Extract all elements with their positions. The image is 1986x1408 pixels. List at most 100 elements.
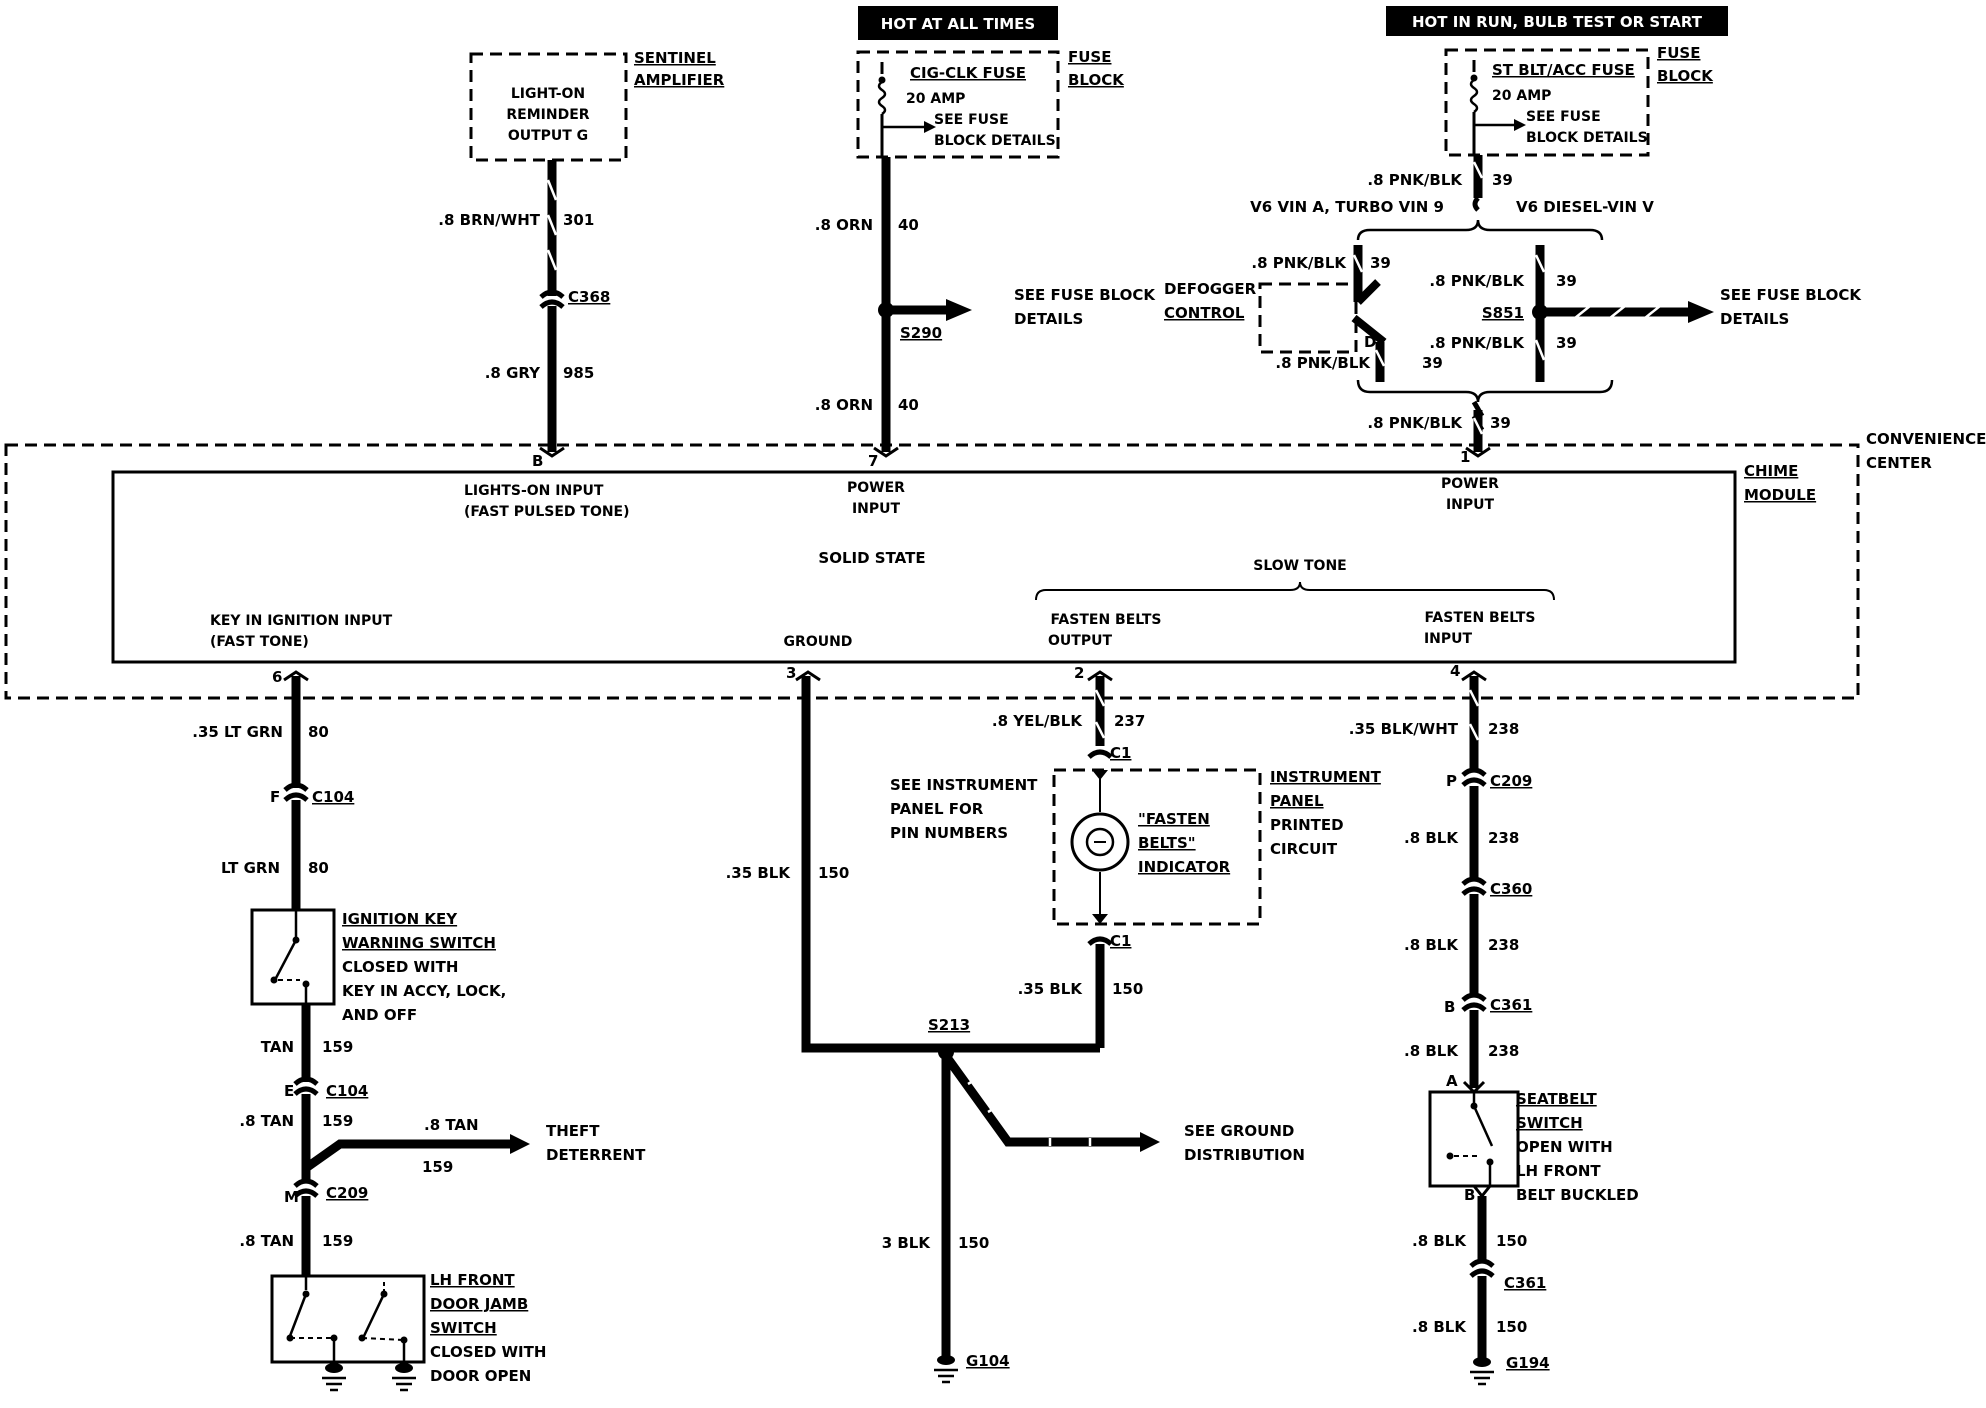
label-g194: G194	[1506, 1354, 1550, 1372]
label-blk1: .8 BLK	[1404, 829, 1459, 847]
label-tan4: .8 TAN	[239, 1232, 294, 1250]
conv-title1: CONVENIENCE	[1866, 430, 1986, 448]
see-fuse-b1: SEE FUSE BLOCK	[1720, 286, 1862, 304]
key-in-ignition-tone: (FAST TONE)	[210, 634, 309, 650]
label-f-pin: F	[270, 788, 280, 806]
fuse-cig-amp: 20 AMP	[906, 91, 965, 107]
label-tan2: .8 TAN	[239, 1112, 294, 1130]
fasten-belts-output2: OUTPUT	[1048, 633, 1112, 649]
seatbelt-branch: .35 BLK/WHT 238 P C209 .8 BLK 238 C360 .…	[1349, 676, 1639, 1386]
header-hot-in-run: HOT IN RUN, BULB TEST OR START	[1386, 6, 1728, 36]
label-c1a: C1	[1110, 744, 1131, 762]
label-blk35-gnd: .35 BLK	[726, 864, 792, 882]
fasten-belts-input2: INPUT	[1424, 631, 1473, 647]
label-tan1: TAN	[261, 1038, 294, 1056]
label-80a: 80	[308, 723, 329, 741]
label-c368: C368	[568, 288, 610, 306]
label-150-r2: 150	[1496, 1318, 1527, 1336]
label-150b: 150	[958, 1234, 989, 1252]
ign-switch-desc1: CLOSED WITH	[342, 958, 458, 976]
seat-switch-desc2: LH FRONT	[1516, 1162, 1601, 1180]
fuse-cig-clk: CIG-CLK FUSE 20 AMP SEE FUSE BLOCK DETAI…	[856, 48, 1125, 159]
label-159a: 159	[322, 1038, 353, 1056]
door-switch-title3: SWITCH	[430, 1319, 497, 1337]
seat-switch-desc3: BELT BUCKLED	[1516, 1186, 1639, 1204]
fuse-cig-block2: BLOCK	[1068, 71, 1125, 89]
ign-switch-desc2: KEY IN ACCY, LOCK,	[342, 982, 506, 1000]
see-ground1: SEE GROUND	[1184, 1122, 1294, 1140]
defogger1: DEFOGGER	[1164, 280, 1257, 298]
label-tan3: .8 TAN	[424, 1116, 479, 1134]
label-238a: 238	[1488, 720, 1519, 738]
label-80b: 80	[308, 859, 329, 877]
label-blk5: .8 BLK	[1412, 1318, 1467, 1336]
label-40b: 40	[898, 396, 919, 414]
fasten-belts-output1: FASTEN BELTS	[1050, 612, 1161, 628]
fuse-cig-see1: SEE FUSE	[934, 112, 1009, 128]
label-orn2: .8 ORN	[815, 396, 873, 414]
label-pnk-r2: .8 PNK/BLK	[1429, 334, 1525, 352]
lights-on-tone: (FAST PULSED TONE)	[464, 504, 630, 520]
fuse-st-amp: 20 AMP	[1492, 88, 1551, 104]
label-301: 301	[563, 211, 594, 229]
power-input-b1: POWER	[1441, 476, 1499, 492]
fuse-st-see1: SEE FUSE	[1526, 109, 1601, 125]
label-159d: 159	[322, 1232, 353, 1250]
sentinel-title2: AMPLIFIER	[634, 71, 725, 89]
left-branch: .35 LT GRN 80 F C104 LT GRN 80 IGNITION …	[192, 676, 646, 1392]
label-39-l2: 39	[1422, 354, 1443, 372]
label-pnk-l1: .8 PNK/BLK	[1251, 254, 1347, 272]
ground-label: GROUND	[784, 634, 853, 650]
label-b-pin2: B	[1464, 1186, 1475, 1204]
chime-title2: MODULE	[1744, 486, 1816, 504]
fuse-st-blt-acc: ST BLT/ACC FUSE 20 AMP SEE FUSE BLOCK DE…	[1444, 44, 1714, 157]
pin-b-top: B	[532, 452, 543, 470]
fasten-indicator3: INDICATOR	[1138, 858, 1231, 876]
label-blk4: .8 BLK	[1412, 1232, 1467, 1250]
door-switch-desc2: DOOR OPEN	[430, 1367, 531, 1385]
theft-deterrent1: THEFT	[546, 1122, 600, 1140]
label-c209b: C209	[1490, 772, 1532, 790]
label-m-pin: M	[284, 1188, 299, 1206]
seat-switch-title1: SEATBELT	[1516, 1090, 1597, 1108]
ip-circuit2: PANEL	[1270, 792, 1324, 810]
label-c360: C360	[1490, 880, 1532, 898]
label-40a: 40	[898, 216, 919, 234]
fuse-cig-block1: FUSE	[1068, 48, 1111, 66]
label-39-top: 39	[1492, 171, 1513, 189]
fuse-st-block2: BLOCK	[1657, 67, 1714, 85]
fasten-indicator2: BELTS"	[1138, 834, 1196, 852]
pin-2: 2	[1074, 664, 1084, 682]
label-yel-blk: .8 YEL/BLK	[992, 712, 1083, 730]
conv-title2: CENTER	[1866, 454, 1932, 472]
pin-6: 6	[272, 668, 282, 686]
see-fuse-a1: SEE FUSE BLOCK	[1014, 286, 1156, 304]
label-lt-grn2: LT GRN	[221, 859, 280, 877]
header-hot-in-run-text: HOT IN RUN, BULB TEST OR START	[1412, 13, 1703, 31]
label-c104b: C104	[326, 1082, 368, 1100]
wire-power-40: .8 ORN 40 S290 SEE FUSE BLOCK DETAILS .8…	[815, 157, 1156, 452]
label-39-l1: 39	[1370, 254, 1391, 272]
label-s213: S213	[928, 1016, 970, 1034]
fuse-st-block1: FUSE	[1657, 44, 1700, 62]
see-fuse-b2: DETAILS	[1720, 310, 1789, 328]
pin-4: 4	[1450, 662, 1460, 680]
chime-title1: CHIME	[1744, 462, 1798, 480]
header-hot-at-all-times-text: HOT AT ALL TIMES	[881, 15, 1035, 33]
ign-switch-desc3: AND OFF	[342, 1006, 417, 1024]
fuse-st-see2: BLOCK DETAILS	[1526, 130, 1648, 146]
convenience-center: CONVENIENCE CENTER	[4, 430, 1986, 700]
ign-switch-title1: IGNITION KEY	[342, 910, 458, 928]
defogger2: CONTROL	[1164, 304, 1245, 322]
label-g104: G104	[966, 1352, 1010, 1370]
ip-circuit1: INSTRUMENT	[1270, 768, 1382, 786]
fuse-cig-see2: BLOCK DETAILS	[934, 133, 1056, 149]
label-c104a: C104	[312, 788, 354, 806]
label-blk35-ind: .35 BLK	[1018, 980, 1084, 998]
label-d-pin: D	[1364, 333, 1376, 351]
fasten-belts-input1: FASTEN BELTS	[1424, 610, 1535, 626]
label-159b: 159	[322, 1112, 353, 1130]
sentinel-line3: OUTPUT G	[508, 128, 588, 144]
label-985: 985	[563, 364, 594, 382]
label-pnk-top: .8 PNK/BLK	[1367, 171, 1463, 189]
